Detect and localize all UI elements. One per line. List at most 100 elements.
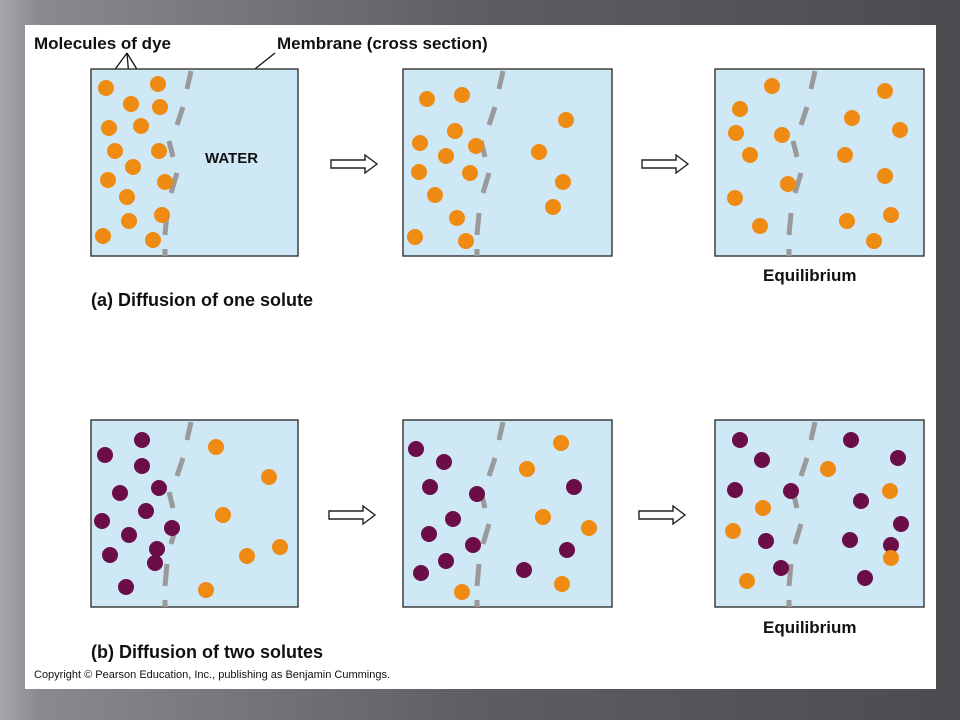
membrane-segment (486, 457, 498, 477)
orange-dye-molecule (454, 584, 470, 600)
orange-dye-molecule (98, 80, 114, 96)
purple-dye-molecule (436, 454, 452, 470)
orange-dye-molecule (581, 520, 597, 536)
membrane-segment (162, 563, 170, 587)
orange-dye-molecule (123, 96, 139, 112)
slide: Molecules of dye Membrane (cross section… (25, 25, 936, 689)
orange-dye-molecule (198, 582, 214, 598)
caption-a: (a) Diffusion of one solute (91, 290, 313, 310)
diffusion-figure (90, 52, 925, 608)
membrane-label: Membrane (cross section) (277, 34, 488, 53)
orange-dye-molecule (239, 548, 255, 564)
purple-dye-molecule (890, 450, 906, 466)
orange-dye-molecule (739, 573, 755, 589)
orange-dye-molecule (554, 576, 570, 592)
orange-dye-molecule (545, 199, 561, 215)
orange-dye-molecule (411, 164, 427, 180)
orange-dye-molecule (553, 435, 569, 451)
orange-dye-molecule (462, 165, 478, 181)
purple-dye-molecule (112, 485, 128, 501)
membrane-segment (798, 106, 810, 126)
purple-dye-molecule (758, 533, 774, 549)
orange-dye-molecule (412, 135, 428, 151)
orange-dye-molecule (145, 232, 161, 248)
membrane-segment (808, 70, 818, 90)
purple-dye-molecule (843, 432, 859, 448)
purple-dye-molecule (408, 441, 424, 457)
orange-dye-molecule (535, 509, 551, 525)
membrane-segment (496, 70, 506, 90)
orange-dye-molecule (215, 507, 231, 523)
orange-dye-molecule (119, 189, 135, 205)
orange-dye-molecule (727, 190, 743, 206)
membrane-segment (480, 523, 492, 545)
orange-dye-molecule (728, 125, 744, 141)
arrow-icon (328, 504, 377, 526)
orange-dye-molecule (154, 207, 170, 223)
orange-dye-molecule (407, 229, 423, 245)
orange-dye-molecule (882, 483, 898, 499)
purple-dye-molecule (438, 553, 454, 569)
purple-dye-molecule (857, 570, 873, 586)
orange-dye-molecule (519, 461, 535, 477)
purple-dye-molecule (853, 493, 869, 509)
orange-dye-molecule (438, 148, 454, 164)
orange-dye-molecule (458, 233, 474, 249)
membrane-segment (808, 421, 818, 441)
membrane-segment (174, 457, 186, 477)
purple-dye-molecule (516, 562, 532, 578)
caption-b: (b) Diffusion of two solutes (91, 642, 323, 662)
membrane-segment (486, 106, 498, 126)
orange-dye-molecule (152, 99, 168, 115)
orange-dye-molecule (732, 101, 748, 117)
membrane-segment (496, 421, 506, 441)
orange-dye-molecule (820, 461, 836, 477)
membrane-segment (474, 563, 482, 587)
purple-dye-molecule (97, 447, 113, 463)
purple-dye-molecule (121, 527, 137, 543)
membrane-segment (790, 140, 800, 158)
membrane-segment (792, 172, 804, 194)
dye-label: Molecules of dye (34, 34, 171, 53)
orange-dye-molecule (427, 187, 443, 203)
purple-dye-molecule (164, 520, 180, 536)
purple-dye-molecule (559, 542, 575, 558)
orange-dye-molecule (454, 87, 470, 103)
equilibrium-label-a: Equilibrium (763, 266, 857, 285)
membrane-segment (166, 491, 176, 509)
purple-dye-molecule (469, 486, 485, 502)
purple-dye-molecule (102, 547, 118, 563)
purple-dye-molecule (147, 555, 163, 571)
purple-dye-molecule (773, 560, 789, 576)
orange-dye-molecule (764, 78, 780, 94)
purple-dye-molecule (893, 516, 909, 532)
orange-dye-molecule (531, 144, 547, 160)
orange-dye-molecule (866, 233, 882, 249)
purple-dye-molecule (754, 452, 770, 468)
purple-dye-molecule (842, 532, 858, 548)
arrow-icon (641, 153, 690, 175)
orange-dye-molecule (892, 122, 908, 138)
membrane-segment (168, 172, 180, 194)
membrane-segment (174, 106, 186, 126)
membrane-segment (184, 70, 194, 90)
orange-dye-molecule (780, 176, 796, 192)
orange-dye-molecule (844, 110, 860, 126)
orange-dye-molecule (555, 174, 571, 190)
orange-dye-molecule (883, 207, 899, 223)
equilibrium-label-b: Equilibrium (763, 618, 857, 637)
orange-dye-molecule (151, 143, 167, 159)
orange-dye-molecule (752, 218, 768, 234)
membrane-segment (798, 457, 810, 477)
purple-dye-molecule (445, 511, 461, 527)
orange-dye-molecule (837, 147, 853, 163)
purple-dye-molecule (413, 565, 429, 581)
panel (402, 419, 613, 608)
orange-dye-molecule (877, 168, 893, 184)
purple-dye-molecule (727, 482, 743, 498)
purple-dye-molecule (118, 579, 134, 595)
purple-dye-molecule (421, 526, 437, 542)
purple-dye-molecule (783, 483, 799, 499)
purple-dye-molecule (149, 541, 165, 557)
orange-dye-molecule (877, 83, 893, 99)
